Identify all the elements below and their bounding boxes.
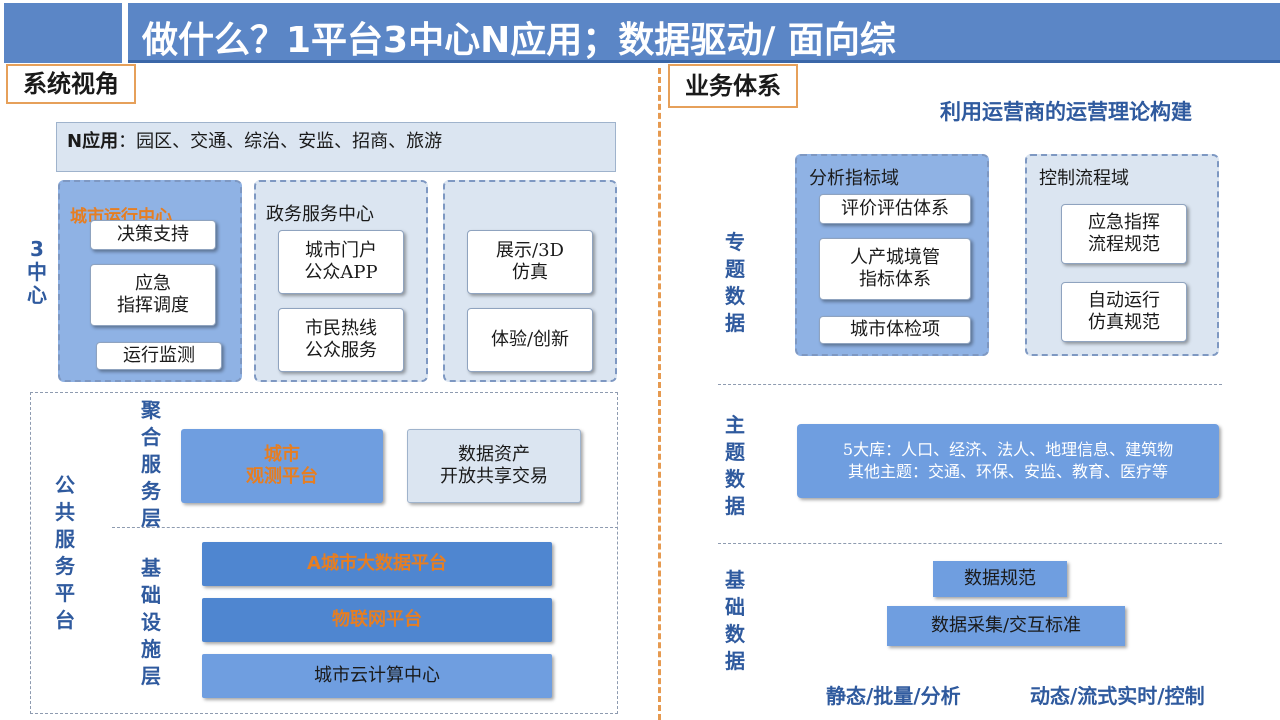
label-char: 层: [141, 505, 161, 530]
label-char: 务: [55, 554, 75, 578]
label-char: 基: [141, 555, 161, 580]
base-data-label: 基 础 数 据: [720, 565, 750, 677]
label-char: 数: [725, 467, 745, 491]
gov-service-center-title: 政务服务中心: [266, 204, 374, 225]
label-char: 合: [141, 424, 161, 449]
label-char: 础: [725, 595, 745, 619]
label-char: 共: [55, 500, 75, 524]
label-char: 基: [725, 568, 745, 592]
decision-support-card: 决策支持: [90, 220, 216, 250]
label-char: 公: [55, 473, 75, 497]
subject-data-box: 5大库：人口、经济、法人、地理信息、建筑物 其他主题：交通、环保、安监、教育、医…: [797, 424, 1219, 498]
label-char: 主: [725, 413, 745, 437]
experience-center-panel: 展示/3D 仿真 体验/创新: [443, 180, 617, 382]
city-observation-platform: 城市 观测平台: [181, 429, 383, 503]
label-char: 数: [725, 622, 745, 646]
n-app-prefix: N应用: [67, 131, 119, 152]
emergency-process-card: 应急指挥 流程规范: [1061, 204, 1187, 264]
label-char: 层: [141, 663, 161, 688]
analysis-indicator-domain: 分析指标域 评价评估体系 人产城境管 指标体系 城市体检项: [795, 154, 989, 356]
section-divider: [658, 68, 661, 720]
label-char: 题: [725, 440, 745, 464]
city-cloud-center: 城市云计算中心: [202, 654, 552, 698]
evaluation-system-card: 评价评估体系: [819, 194, 971, 224]
label-char: 据: [725, 649, 745, 673]
experience-innovation-card: 体验/创新: [467, 308, 593, 372]
label-char: 题: [725, 257, 745, 281]
label-char: 专: [725, 230, 745, 254]
layer-separator: [112, 527, 618, 528]
title-bar: 做什么？1平台3中心N应用；数据驱动/ 面向综: [128, 3, 1280, 63]
subject-data-label: 主 题 数 据: [720, 410, 750, 522]
label-char: 务: [141, 478, 161, 503]
topic-data-label: 专 题 数 据: [720, 226, 750, 340]
analysis-domain-title: 分析指标域: [809, 168, 899, 189]
gov-service-center-panel: 政务服务中心 城市门户 公众APP 市民热线 公众服务: [254, 180, 428, 382]
label-char: 础: [141, 582, 161, 607]
n-app-bar: N应用：园区、交通、综治、安监、招商、旅游: [56, 122, 616, 172]
label-char: 心: [27, 282, 47, 307]
public-service-platform-region: [30, 392, 618, 714]
city-bigdata-platform: A城市大数据平台: [202, 542, 552, 586]
control-process-domain: 控制流程域 应急指挥 流程规范 自动运行 仿真规范: [1025, 154, 1219, 356]
three-center-label: 3 中 心: [22, 232, 52, 312]
emergency-command-card: 应急 指挥调度: [90, 264, 216, 326]
iot-platform: 物联网平台: [202, 598, 552, 642]
indicator-system-card: 人产城境管 指标体系: [819, 238, 971, 300]
right-separator-1: [718, 384, 1222, 385]
page-title: 做什么？1平台3中心N应用；数据驱动/ 面向综: [142, 20, 896, 61]
city-operation-center-panel: 城市运行中心 决策支持 应急 指挥调度 运行监测: [58, 180, 242, 382]
label-char: 据: [725, 494, 745, 518]
dynamic-stream-control-label: 动态/流式实时/控制: [1030, 684, 1205, 708]
n-app-list: ：园区、交通、综治、安监、招商、旅游: [118, 131, 443, 152]
label-char: 3: [30, 236, 44, 261]
control-domain-title: 控制流程域: [1039, 168, 1129, 189]
data-collection-box: 数据采集/交互标准: [887, 606, 1125, 646]
data-asset-exchange: 数据资产 开放共享交易: [407, 429, 581, 503]
city-checkup-card: 城市体检项: [819, 316, 971, 344]
label-char: 施: [141, 636, 161, 661]
data-norm-box: 数据规范: [933, 561, 1067, 597]
city-portal-card: 城市门户 公众APP: [278, 230, 404, 294]
label-char: 设: [141, 609, 161, 634]
label-char: 数: [725, 284, 745, 308]
label-char: 服: [141, 451, 161, 476]
label-char: 据: [725, 311, 745, 335]
citizen-hotline-card: 市民热线 公众服务: [278, 308, 404, 372]
right-separator-2: [718, 543, 1222, 544]
section-label-business-system: 业务体系: [668, 64, 798, 108]
static-batch-analysis-label: 静态/批量/分析: [826, 684, 961, 708]
infrastructure-layer-label: 基 础 设 施 层: [136, 552, 166, 692]
auto-simulation-card: 自动运行 仿真规范: [1061, 282, 1187, 342]
title-bar-left-block: [4, 3, 122, 63]
label-char: 中: [27, 259, 47, 284]
business-subtitle: 利用运营商的运营理论构建: [940, 100, 1192, 124]
label-char: 平: [55, 581, 75, 605]
label-char: 聚: [141, 397, 161, 422]
display-3d-card: 展示/3D 仿真: [467, 230, 593, 294]
operation-monitoring-card: 运行监测: [96, 342, 222, 370]
aggregation-layer-label: 聚 合 服 务 层: [136, 396, 166, 532]
public-service-platform-label: 公 共 服 务 平 台: [50, 470, 80, 636]
section-label-system-view: 系统视角: [6, 64, 136, 104]
label-char: 台: [55, 608, 75, 632]
label-char: 服: [55, 527, 75, 551]
